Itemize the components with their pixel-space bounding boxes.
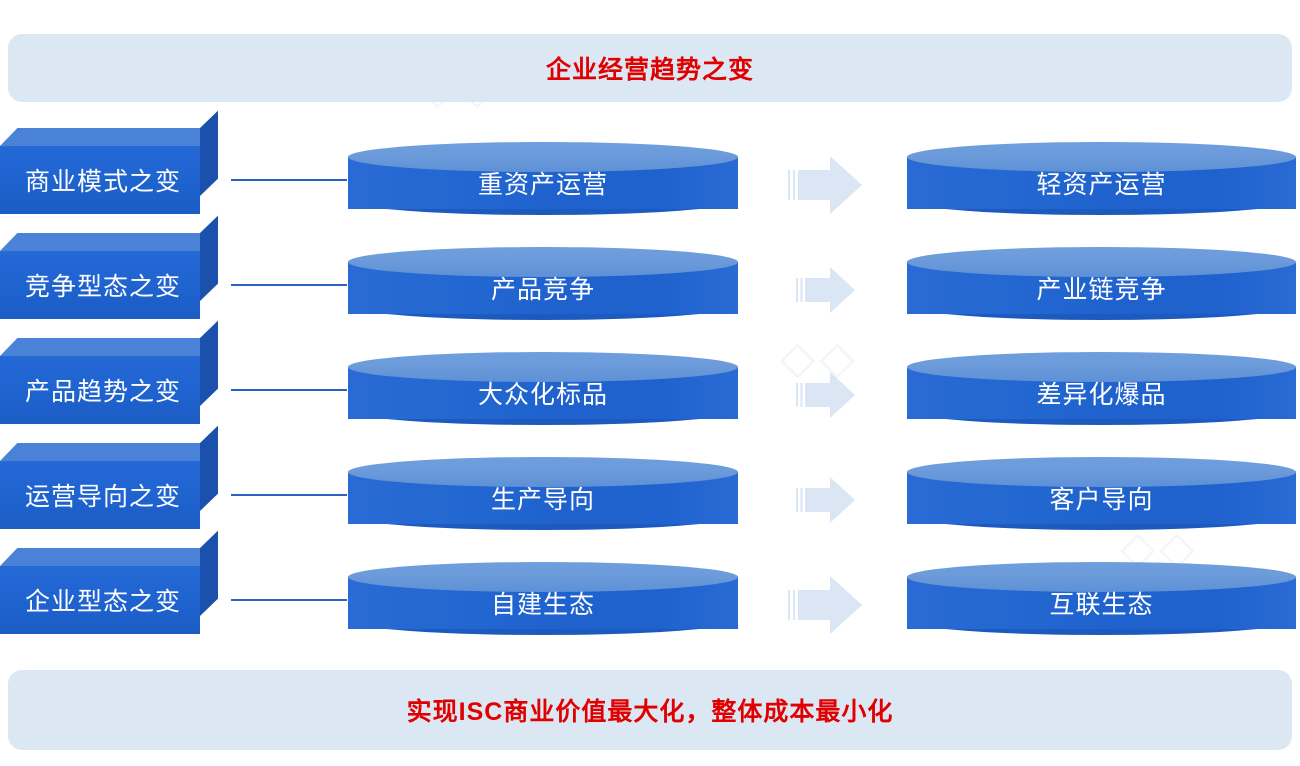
category-box[interactable]: 运营导向之变 xyxy=(0,425,218,529)
cylinder-top-ellipse xyxy=(348,142,738,172)
category-box[interactable]: 企业型态之变 xyxy=(0,530,218,634)
category-box[interactable]: 竞争型态之变 xyxy=(0,215,218,319)
category-label: 商业模式之变 xyxy=(24,168,181,196)
title-banner: 企业经营趋势之变 xyxy=(8,34,1292,102)
from-state-label: 自建生态 xyxy=(490,591,595,619)
trend-row: 企业型态之变 自建生态 互联生态 xyxy=(0,530,1300,653)
conclusion-text: 实现ISC商业价值最大化，整体成本最小化 xyxy=(406,698,894,726)
cylinder-top-ellipse xyxy=(348,247,738,277)
to-state-label: 产业链竞争 xyxy=(1036,276,1167,304)
connector-line xyxy=(231,494,347,496)
cylinder-top-ellipse xyxy=(907,352,1296,382)
category-box-front-face: 商业模式之变 xyxy=(0,146,200,214)
from-state-cylinder[interactable]: 重资产运营 xyxy=(348,142,738,224)
arrow-right-icon xyxy=(784,574,864,636)
from-state-label: 生产导向 xyxy=(490,486,595,514)
to-state-cylinder[interactable]: 差异化爆品 xyxy=(907,352,1296,434)
category-box-front-face: 产品趋势之变 xyxy=(0,356,200,424)
category-box-top-face xyxy=(0,128,218,146)
to-state-cylinder[interactable]: 轻资产运营 xyxy=(907,142,1296,224)
category-box-front-face: 企业型态之变 xyxy=(0,566,200,634)
from-state-label: 重资产运营 xyxy=(477,171,608,199)
to-state-label: 互联生态 xyxy=(1049,591,1154,619)
arrow-right-icon xyxy=(793,475,857,525)
arrow-right-icon xyxy=(793,370,857,420)
to-state-label: 差异化爆品 xyxy=(1036,381,1167,409)
from-state-label: 产品竞争 xyxy=(490,276,595,304)
from-state-cylinder[interactable]: 大众化标品 xyxy=(348,352,738,434)
connector-line xyxy=(231,599,347,601)
trend-row: 运营导向之变 生产导向 客户导向 xyxy=(0,425,1300,548)
cylinder-top-ellipse xyxy=(907,142,1296,172)
from-state-cylinder[interactable]: 产品竞争 xyxy=(348,247,738,329)
category-box-top-face xyxy=(0,233,218,251)
trend-row: 商业模式之变 重资产运营 轻资产运营 xyxy=(0,110,1300,233)
category-box-front-face: 竞争型态之变 xyxy=(0,251,200,319)
connector-line xyxy=(231,179,347,181)
category-label: 竞争型态之变 xyxy=(24,273,181,301)
to-state-label: 客户导向 xyxy=(1049,486,1154,514)
page-title: 企业经营趋势之变 xyxy=(545,56,754,84)
category-box-top-face xyxy=(0,338,218,356)
cylinder-top-ellipse xyxy=(348,457,738,487)
cylinder-top-ellipse xyxy=(348,352,738,382)
category-box[interactable]: 产品趋势之变 xyxy=(0,320,218,424)
conclusion-banner: 实现ISC商业价值最大化，整体成本最小化 xyxy=(8,670,1292,750)
from-state-label: 大众化标品 xyxy=(477,381,608,409)
trend-row: 竞争型态之变 产品竞争 产业链竞争 xyxy=(0,215,1300,338)
category-box[interactable]: 商业模式之变 xyxy=(0,110,218,214)
arrow-right-icon xyxy=(793,265,857,315)
category-label: 企业型态之变 xyxy=(24,588,181,616)
to-state-cylinder[interactable]: 互联生态 xyxy=(907,562,1296,644)
arrow-right-icon xyxy=(784,154,864,216)
category-box-side-face xyxy=(200,110,218,196)
from-state-cylinder[interactable]: 自建生态 xyxy=(348,562,738,644)
trend-row: 产品趋势之变 大众化标品 差异化爆品 xyxy=(0,320,1300,443)
connector-line xyxy=(231,389,347,391)
category-label: 运营导向之变 xyxy=(24,483,181,511)
category-label: 产品趋势之变 xyxy=(24,378,181,406)
cylinder-top-ellipse xyxy=(907,457,1296,487)
to-state-cylinder[interactable]: 产业链竞争 xyxy=(907,247,1296,329)
to-state-cylinder[interactable]: 客户导向 xyxy=(907,457,1296,539)
to-state-label: 轻资产运营 xyxy=(1036,171,1167,199)
category-box-front-face: 运营导向之变 xyxy=(0,461,200,529)
cylinder-top-ellipse xyxy=(907,247,1296,277)
connector-line xyxy=(231,284,347,286)
from-state-cylinder[interactable]: 生产导向 xyxy=(348,457,738,539)
category-box-top-face xyxy=(0,443,218,461)
category-box-top-face xyxy=(0,548,218,566)
cylinder-top-ellipse xyxy=(907,562,1296,592)
cylinder-top-ellipse xyxy=(348,562,738,592)
